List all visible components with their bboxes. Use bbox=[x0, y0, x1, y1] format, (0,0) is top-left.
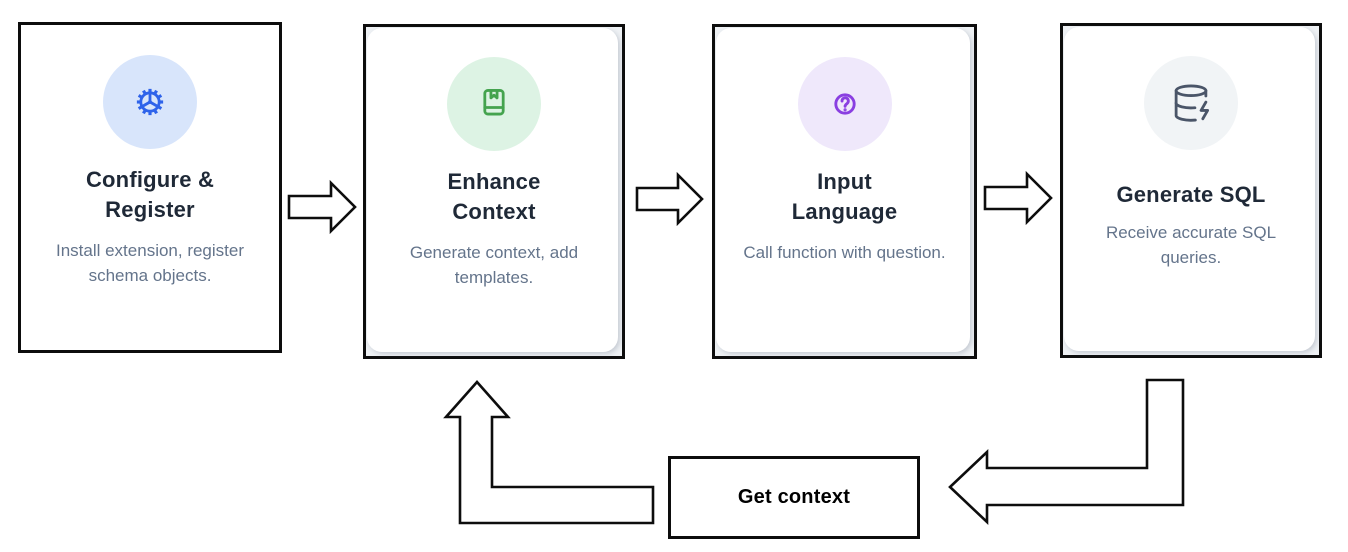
step-title: Enhance Context bbox=[447, 169, 541, 224]
get-context-label: Get context bbox=[737, 486, 851, 508]
get-context-box: Get context bbox=[668, 456, 920, 539]
step-description: Receive accurate SQL queries. bbox=[1105, 223, 1277, 267]
step-description: Generate context, add templates. bbox=[409, 243, 579, 287]
book-bookmark-icon bbox=[483, 89, 505, 116]
step-card-input-language: Input Language Call function with questi… bbox=[712, 24, 977, 359]
step-description: Call function with question. bbox=[743, 243, 946, 262]
database-icon-circle bbox=[1144, 56, 1238, 150]
help-circle-icon bbox=[833, 93, 856, 115]
step-card-generate-sql: Generate SQL Receive accurate SQL querie… bbox=[1060, 23, 1322, 358]
step-title: Generate SQL bbox=[1116, 182, 1266, 207]
step-title: Input Language bbox=[791, 169, 898, 224]
flow-arrow-input-to-generate bbox=[983, 170, 1053, 226]
help-icon-circle bbox=[797, 57, 892, 151]
loop-arrow-from-generate-sql bbox=[948, 378, 1185, 526]
gear-icon bbox=[136, 88, 164, 116]
step-description: Install extension, register schema objec… bbox=[55, 241, 245, 285]
book-icon-circle bbox=[447, 57, 541, 151]
step-title: Configure & Register bbox=[85, 167, 215, 222]
loop-arrow-to-enhance-context bbox=[443, 380, 655, 525]
flow-arrow-enhance-to-input bbox=[635, 171, 704, 227]
flow-arrow-configure-to-enhance bbox=[287, 179, 357, 235]
database-zap-icon bbox=[1174, 84, 1210, 122]
step-card-enhance-context: Enhance Context Generate context, add te… bbox=[363, 24, 625, 359]
step-card-configure-register: Configure & Register Install extension, … bbox=[18, 22, 282, 353]
gear-icon-circle bbox=[103, 55, 197, 149]
